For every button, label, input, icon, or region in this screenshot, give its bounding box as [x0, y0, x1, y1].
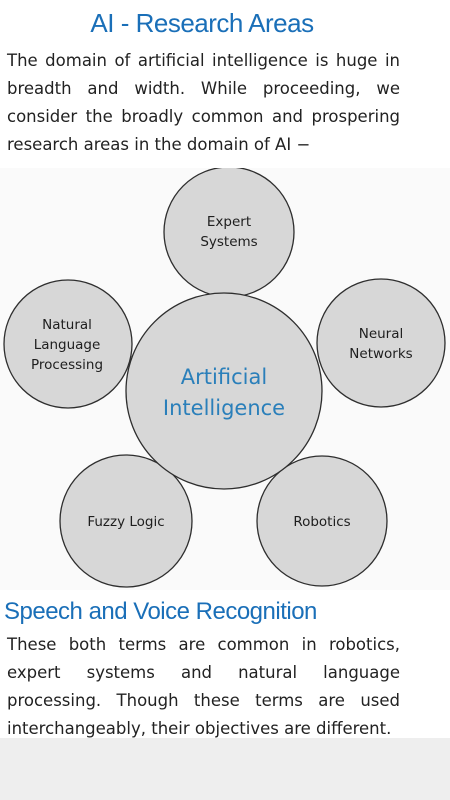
node-nlp-line-3: Processing	[31, 357, 103, 373]
center-label-line-2: Intelligence	[163, 396, 285, 420]
bottom-bar	[0, 738, 450, 800]
section-paragraph: These both terms are common in robotics,…	[7, 635, 400, 738]
node-expert-systems: Expert Systems	[163, 168, 295, 298]
node-nlp-line-2: Language	[34, 337, 101, 353]
node-neural-networks-line-2: Networks	[349, 346, 412, 362]
section-heading: Speech and Voice Recognition	[4, 598, 317, 625]
node-robotics-label: Robotics	[293, 514, 350, 530]
node-expert-systems-line-2: Systems	[200, 234, 257, 250]
intro-paragraph: The domain of artificial intelligence is…	[7, 51, 400, 154]
node-nlp-line-1: Natural	[42, 317, 92, 333]
center-node-artificial-intelligence: Artificial Intelligence	[125, 292, 323, 490]
node-fuzzy-logic: Fuzzy Logic	[59, 454, 193, 588]
node-natural-language-processing: Natural Language Processing	[3, 279, 133, 409]
node-robotics: Robotics	[256, 455, 388, 587]
page-title: AI - Research Areas	[90, 8, 314, 38]
center-label-line-1: Artificial	[181, 365, 267, 389]
node-neural-networks-line-1: Neural	[359, 326, 404, 342]
node-fuzzy-logic-label: Fuzzy Logic	[87, 514, 164, 530]
ai-research-areas-diagram: Expert Systems Natural Language Processi…	[0, 168, 450, 590]
node-neural-networks: Neural Networks	[316, 278, 446, 408]
node-expert-systems-line-1: Expert	[207, 214, 251, 230]
